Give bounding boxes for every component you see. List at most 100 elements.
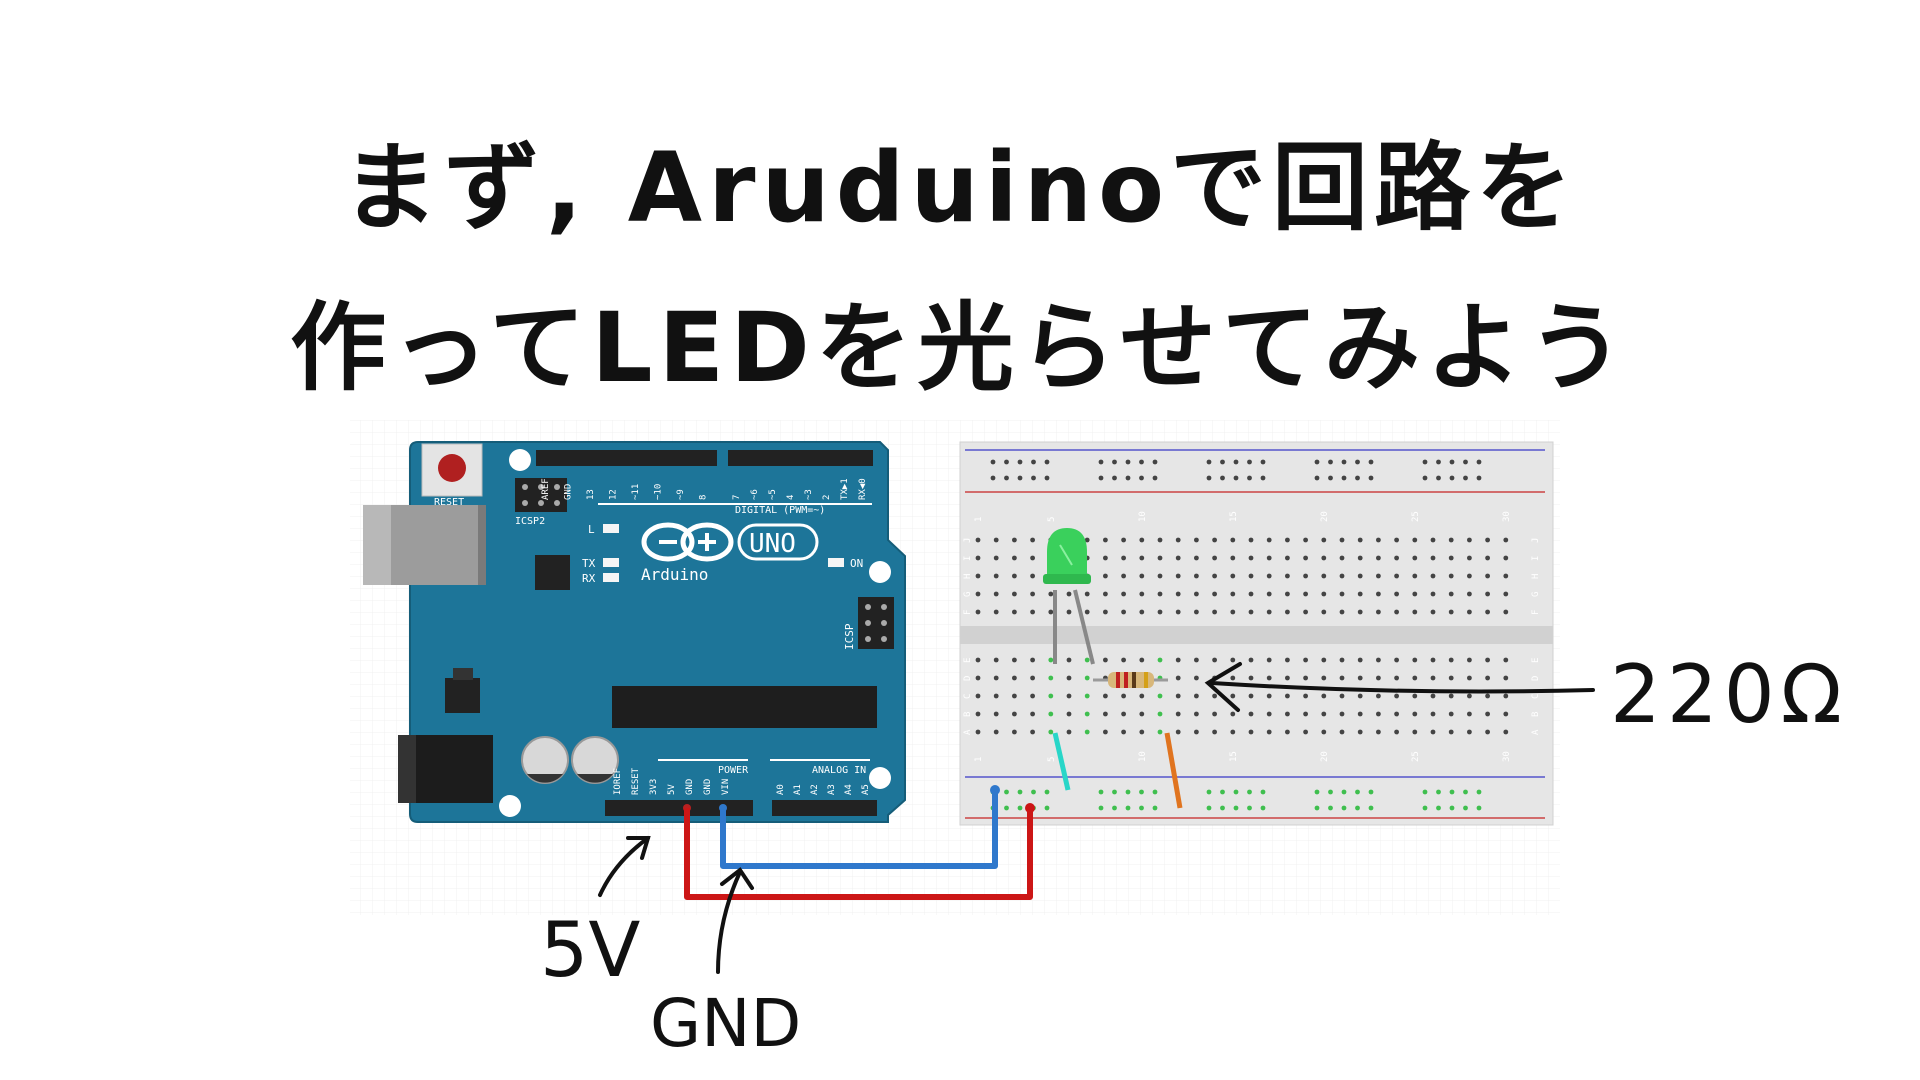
bb-hole <box>1285 657 1290 663</box>
rail-hole <box>1314 475 1320 481</box>
bb-hole <box>1030 537 1035 543</box>
rail-hole <box>1125 475 1131 481</box>
bb-hole <box>1103 729 1108 735</box>
bb-hole <box>1212 573 1217 579</box>
rail-hole <box>1449 475 1455 481</box>
rail-hole <box>1436 475 1441 481</box>
bb-hole <box>1012 609 1017 615</box>
5v-wire <box>684 808 1033 900</box>
led-l <box>603 524 619 533</box>
column-number: 1 <box>974 757 984 762</box>
rail-hole <box>1152 805 1158 811</box>
uno-badge <box>737 523 819 561</box>
column-number: 30 <box>1502 751 1512 762</box>
bb-hole <box>1048 657 1054 663</box>
bb-hole <box>1266 729 1272 735</box>
row-letter: A <box>963 729 973 735</box>
bb-hole <box>1066 693 1072 699</box>
digital-pin-label: AREF <box>541 478 551 500</box>
bb-hole <box>1266 537 1272 543</box>
digital-pin-label: 7 <box>732 495 742 500</box>
bb-hole <box>1394 657 1399 663</box>
bb-hole <box>1485 675 1490 681</box>
bb-hole <box>1303 675 1308 681</box>
mount-hole <box>509 449 531 471</box>
rail-hole <box>1017 475 1023 481</box>
bb-hole <box>1485 657 1490 663</box>
rail-hole <box>1341 475 1347 481</box>
rail-hole <box>1247 475 1252 481</box>
rail-hole <box>1449 805 1455 811</box>
bb-hole <box>1485 693 1490 699</box>
bb-hole <box>1430 729 1436 735</box>
bb-hole <box>993 657 999 663</box>
column-number: 5 <box>1047 517 1057 522</box>
bb-hole <box>1194 537 1199 543</box>
bb-hole <box>1230 537 1236 543</box>
bb-hole <box>1321 675 1327 681</box>
bb-hole <box>1194 657 1199 663</box>
bb-hole <box>1212 591 1217 597</box>
digital-pin-label: ~10 <box>654 484 664 500</box>
rail-hole <box>1314 805 1320 811</box>
rail-hole <box>1112 789 1117 795</box>
rail-hole <box>1436 805 1441 811</box>
bb-hole <box>1448 609 1454 615</box>
rail-hole <box>990 459 996 465</box>
rail-hole <box>1449 459 1455 465</box>
bb-hole <box>1266 657 1272 663</box>
bb-hole <box>1266 693 1272 699</box>
analog-header <box>772 800 877 816</box>
rail-hole <box>1368 475 1374 481</box>
analog-pin-label: A5 <box>861 784 871 795</box>
bb-hole <box>1139 555 1145 561</box>
bb-hole <box>1139 573 1145 579</box>
analog-pin-label: A3 <box>827 784 837 795</box>
regulator <box>445 678 480 713</box>
reset-label: RESET <box>434 497 464 508</box>
bb-hole <box>1066 657 1072 663</box>
bb-hole <box>1376 537 1381 543</box>
bb-hole <box>1285 675 1290 681</box>
bb-hole <box>1139 711 1145 717</box>
bb-hole <box>1412 573 1418 579</box>
bb-hole <box>1194 555 1199 561</box>
digital-pin-label: 2 <box>822 495 832 500</box>
bb-hole <box>1212 537 1217 543</box>
capacitor <box>571 736 619 784</box>
resistor-220 <box>1093 672 1168 688</box>
bb-hole <box>1357 609 1363 615</box>
bb-hole <box>1448 573 1454 579</box>
bb-hole <box>1121 729 1126 735</box>
bb-hole <box>1121 537 1126 543</box>
bb-hole <box>1467 609 1472 615</box>
bb-hole <box>1012 693 1017 699</box>
bb-hole <box>1303 657 1308 663</box>
led-on <box>828 558 844 567</box>
green-led <box>1043 528 1091 584</box>
column-number: 10 <box>1138 751 1148 762</box>
bb-hole <box>975 555 981 561</box>
rail-hole <box>1368 805 1374 811</box>
bb-hole <box>1157 729 1163 735</box>
bb-hole <box>1248 711 1254 717</box>
bb-hole <box>1103 591 1108 597</box>
rail-hole <box>1017 459 1023 465</box>
icsp-label: ICSP <box>843 623 856 650</box>
rail-hole <box>1368 459 1374 465</box>
rail-hole <box>1125 805 1131 811</box>
analog-pin-label: A1 <box>793 784 803 795</box>
power-pin-label: VIN <box>721 779 731 795</box>
bb-hole <box>1503 537 1509 543</box>
bb-hole <box>1339 693 1345 699</box>
row-letter: A <box>1531 729 1541 735</box>
digital-pin-label: 13 <box>586 489 596 500</box>
bb-hole <box>1285 591 1290 597</box>
bb-hole <box>1157 693 1163 699</box>
bb-hole <box>1030 693 1035 699</box>
bb-hole <box>1339 657 1345 663</box>
bb-hole <box>1503 657 1509 663</box>
power-pin-label: GND <box>703 779 713 795</box>
rail-hole <box>1341 459 1347 465</box>
